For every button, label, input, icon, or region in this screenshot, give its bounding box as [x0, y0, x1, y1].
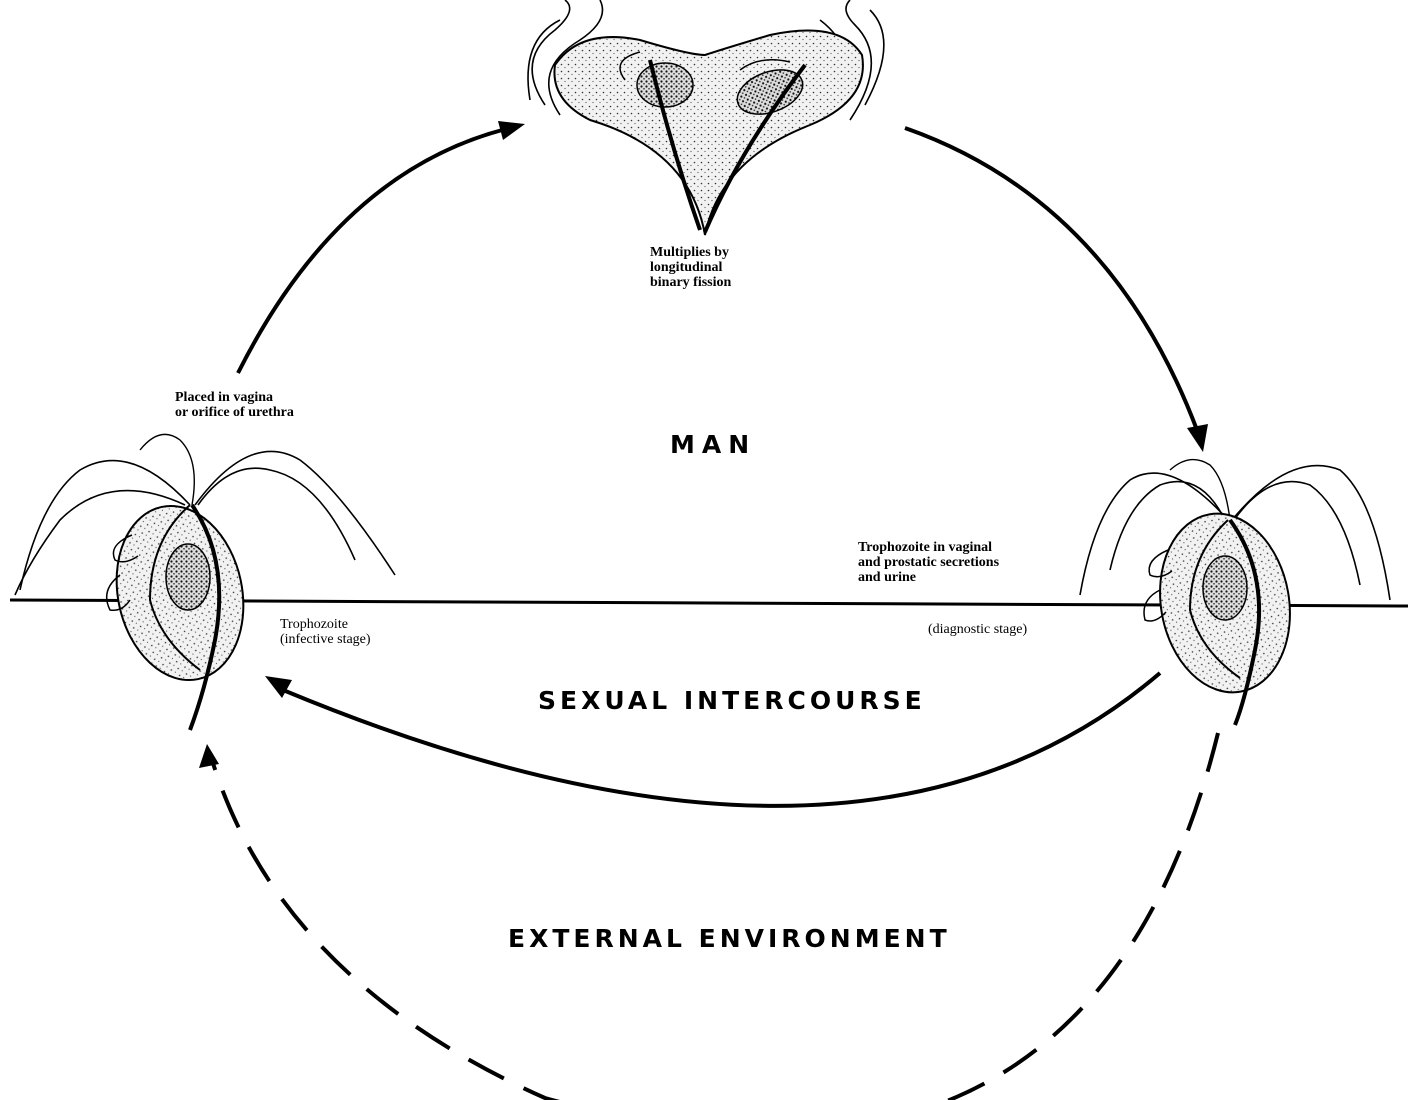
dividing-trophozoite-icon — [528, 0, 884, 235]
trophozoite-infective-icon — [15, 434, 395, 730]
zone-external-environment: EXTERNAL ENVIRONMENT — [508, 924, 951, 953]
label-trophozoite-infective: Trophozoite (infective stage) — [280, 617, 371, 647]
arrow-to-diagnostic — [905, 128, 1208, 452]
zone-man: MAN — [670, 430, 756, 459]
arrow-to-multiplication — [238, 121, 525, 373]
zone-sexual-intercourse: SEXUAL INTERCOURSE — [538, 686, 926, 715]
label-placed: Placed in vagina or orifice of urethra — [175, 390, 294, 420]
label-multiplies: Multiplies by longitudinal binary fissio… — [650, 245, 731, 290]
arrow-external-environment — [199, 733, 1218, 1100]
trophozoite-diagnostic-icon — [1080, 460, 1390, 725]
label-trophozoite-secretions: Trophozoite in vaginal and prostatic sec… — [858, 540, 999, 585]
label-diagnostic-stage: (diagnostic stage) — [928, 622, 1027, 637]
